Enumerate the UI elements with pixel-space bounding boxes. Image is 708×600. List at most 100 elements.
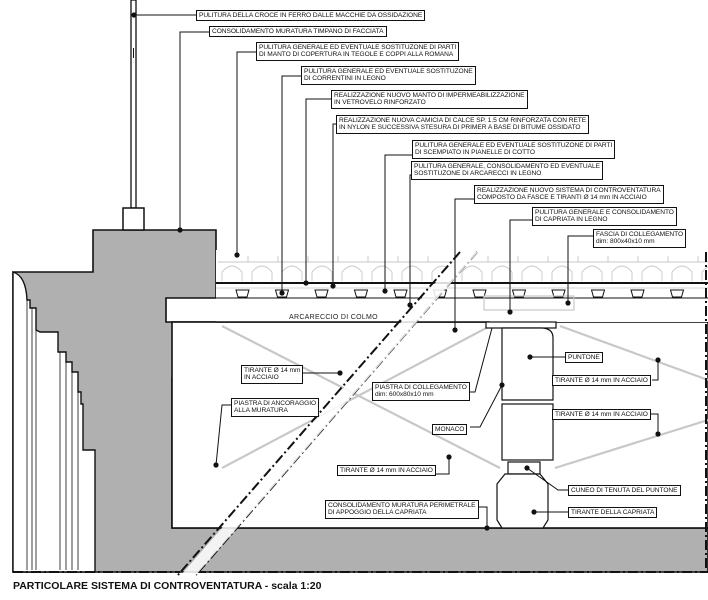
annotation-line: CUNEO DI TENUTA DEL PUNTONE [571, 487, 678, 494]
annotation-line: IN VETROVELO RINFORZATO [334, 99, 426, 107]
annotation-line: DI CORRENTINI IN LEGNO [304, 75, 386, 83]
roof-tile [371, 265, 393, 281]
annotation-line: FASCIA DI COLLEGAMENTO [596, 231, 684, 238]
annotation-line: DI MANTO DI COPERTURA IN TEGOLE E COPPI … [259, 51, 454, 59]
leader-dot [507, 309, 513, 315]
rafter [353, 289, 369, 298]
roof-tile [341, 265, 363, 281]
leader-line [332, 123, 336, 286]
roof-tile [461, 265, 483, 281]
leader-line [567, 235, 593, 303]
section-cut-gap [181, 252, 478, 575]
annotation-croce: PULITURA DELLA CROCE IN FERRO DALLE MACC… [196, 10, 426, 22]
annotation-line: PIASTRA DI COLLEGAMENTO [375, 384, 467, 391]
truss [483, 295, 575, 529]
annotation-line: CONSOLIDAMENTO MURATURA PERIMETRALE [328, 502, 476, 509]
annotation-line: DI APPOGGIO DELLA CAPRIATA [328, 509, 427, 517]
annotation-correntini: PULITURA GENERALE ED EVENTUALE SOSTITUZO… [301, 66, 476, 85]
rafter [393, 289, 408, 298]
drawing-title: PARTICOLARE SISTEMA DI CONTROVENTATURA -… [13, 580, 322, 592]
annotation-line: DI SCEMPIATO IN PIANELLE DI COTTO [415, 149, 535, 157]
leader-line [215, 404, 231, 466]
leader-line [649, 413, 659, 434]
annotation-tirante-center: TIRANTE Ø 14 mm IN ACCIAIO [337, 465, 436, 477]
roof-tile [401, 265, 423, 281]
annotation-line: PULITURA GENERALE E CONSOLIDAMENTO [535, 209, 674, 216]
annotation-cuneo: CUNEO DI TENUTA DEL PUNTONE [568, 485, 681, 497]
annotation-tirante-right-top: TIRANTE Ø 14 mm IN ACCIAIO [552, 375, 651, 387]
roof-tile [311, 265, 333, 281]
leader-dot [177, 227, 183, 233]
leader-line [509, 219, 532, 312]
annotation-camicia: REALIZZAZIONE NUOVA CAMICIA DI CALCE SP.… [336, 115, 590, 134]
leader-line [476, 506, 488, 528]
leader-line [454, 198, 474, 330]
leader-dot [234, 252, 240, 258]
annotation-impermeabilizzazione: REALIZZAZIONE NUOVO MANTO DI IMPERMEABIL… [331, 90, 528, 109]
annotation-scempiato: PULITURA GENERALE ED EVENTUALE SOSTITUZO… [412, 140, 616, 159]
rafters [235, 289, 685, 298]
rafter [669, 289, 685, 298]
leader-line [652, 360, 659, 381]
leader-dot [303, 280, 309, 286]
roof-tile [581, 265, 603, 281]
annotation-line: REALIZZAZIONE NUOVA CAMICIA DI CALCE SP.… [339, 117, 587, 124]
annotation-line: PIASTRA DI ANCORAGGIO [234, 400, 317, 407]
leader-line [409, 174, 411, 305]
annotation-line: ALLA MURATURA [234, 407, 288, 415]
roof-tile [611, 265, 633, 281]
roof-tile [251, 265, 273, 281]
annotation-line: CONSOLIDAMENTO MURATURA TIMPANO DI FACCI… [212, 28, 384, 35]
annotation-line: REALIZZAZIONE NUOVO MANTO DI IMPERMEABIL… [334, 92, 525, 99]
leader-dot [452, 327, 458, 333]
rafter [630, 289, 645, 298]
annotation-line: TIRANTE Ø 14 mm [244, 367, 301, 374]
annotation-line: TIRANTE DELLA CAPRIATA [571, 509, 655, 516]
leader-dots [131, 12, 661, 531]
annotation-line: PULITURA GENERALE ED EVENTUALE SOSTITUZO… [304, 68, 473, 75]
leader-dot [213, 462, 219, 468]
annotation-timpano: CONSOLIDAMENTO MURATURA TIMPANO DI FACCI… [209, 26, 387, 38]
annotation-line: IN ACCIAIO [244, 374, 279, 382]
annotation-line: dim: 800x40x10 mm [596, 238, 655, 246]
leader-dot [407, 302, 413, 308]
leader-dot [279, 290, 285, 296]
annotation-line: COMPOSTO DA FASCE E TIRANTI Ø 14 mm IN A… [477, 194, 647, 202]
rafter [590, 289, 606, 298]
leader-line [305, 98, 331, 283]
annotation-line: PULITURA GENERALE ED EVENTUALE SOSTITUZO… [259, 44, 457, 51]
annotation-line: SOSTITUZONE DI ARCARECCI IN LEGNO [414, 170, 542, 178]
leader-line [179, 31, 209, 230]
rafter [511, 289, 527, 298]
leader-dot [337, 370, 343, 376]
ridge-purlin-label: ARCARECCIO DI COLMO [289, 314, 378, 321]
leader-dot [382, 288, 388, 294]
annotation-line: PULITURA DELLA CROCE IN FERRO DALLE MACC… [199, 12, 423, 19]
leader-dot [330, 283, 336, 289]
annotation-arcarecci: PULITURA GENERALE, CONSOLIDAMENTO ED EVE… [411, 161, 603, 180]
roof-tile [521, 265, 543, 281]
leader-line [281, 75, 301, 293]
annotation-line: IN NYLON E SUCCESSIVA STESURA DI PRIMER … [339, 124, 581, 132]
rafter [235, 289, 250, 298]
rafter [314, 289, 329, 298]
iron-cross [122, 0, 145, 231]
annotation-controventatura: REALIZZAZIONE NUOVO SISTEMA DI CONTROVEN… [474, 185, 664, 204]
leader-line [526, 467, 568, 491]
bracing-tie-rods [221, 324, 708, 470]
leader-line [470, 384, 503, 428]
leader-dot [524, 465, 530, 471]
annotation-monaco: MONACO [432, 424, 468, 436]
annotation-line: TIRANTE Ø 14 mm IN ACCIAIO [555, 377, 648, 384]
roof-tile [671, 265, 693, 281]
leader-dot [655, 431, 661, 437]
annotation-manto: PULITURA GENERALE ED EVENTUALE SOSTITUZO… [256, 42, 460, 61]
annotation-line: PULITURA GENERALE ED EVENTUALE SOSTITUZO… [415, 142, 613, 149]
leader-line [236, 51, 256, 255]
leader-dot [531, 509, 537, 515]
leader-line [384, 154, 412, 291]
